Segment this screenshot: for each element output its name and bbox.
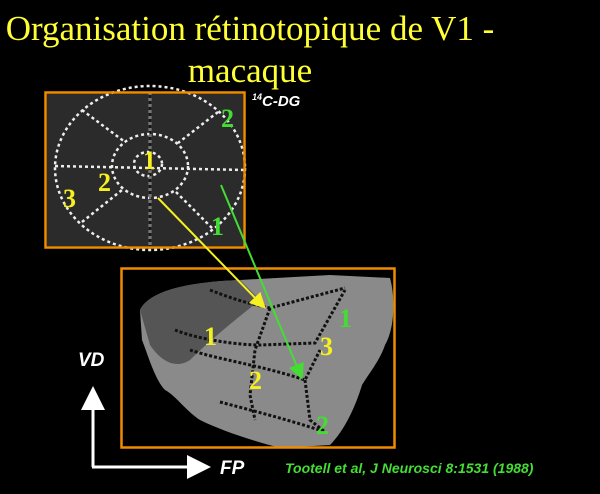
slide-title-line2: macaque [0, 50, 500, 92]
green-arrow [220, 184, 304, 380]
tracer-text: C-DG [262, 93, 301, 110]
stim-label-y3: 3 [63, 184, 76, 213]
cortex-label-y2: 2 [249, 366, 262, 395]
citation: Tootell et al, J Neurosci 8:1531 (1988) [285, 460, 534, 476]
yellow-arrow [157, 197, 266, 309]
stimulus-image [47, 84, 247, 252]
tracer-superscript: 14 [252, 92, 263, 102]
cortex-label-y3: 3 [320, 332, 333, 361]
fp-axis-label: FP [220, 458, 245, 479]
cortex-frame [120, 267, 396, 449]
slide-title-line2-text: macaque [187, 51, 313, 90]
cortex-label-g2: 2 [316, 411, 329, 440]
cortex-label-g1: 1 [339, 304, 352, 333]
slide-title-line1-text: Organisation rétinotopique de V1 - [5, 9, 495, 48]
vd-axis-label: VD [78, 350, 105, 371]
stimulus-frame [44, 91, 246, 249]
stim-label-g1: 1 [211, 212, 224, 241]
stim-label-g2: 2 [221, 104, 234, 133]
slide-title-line1: Organisation rétinotopique de V1 - [0, 8, 500, 50]
cortex-label-y1: 1 [204, 322, 217, 351]
stim-label-y1: 1 [143, 146, 156, 175]
stim-label-y2: 2 [98, 168, 111, 197]
cortex-autoradiograph [140, 275, 394, 448]
tracer-label: 14C-DG [252, 92, 300, 110]
